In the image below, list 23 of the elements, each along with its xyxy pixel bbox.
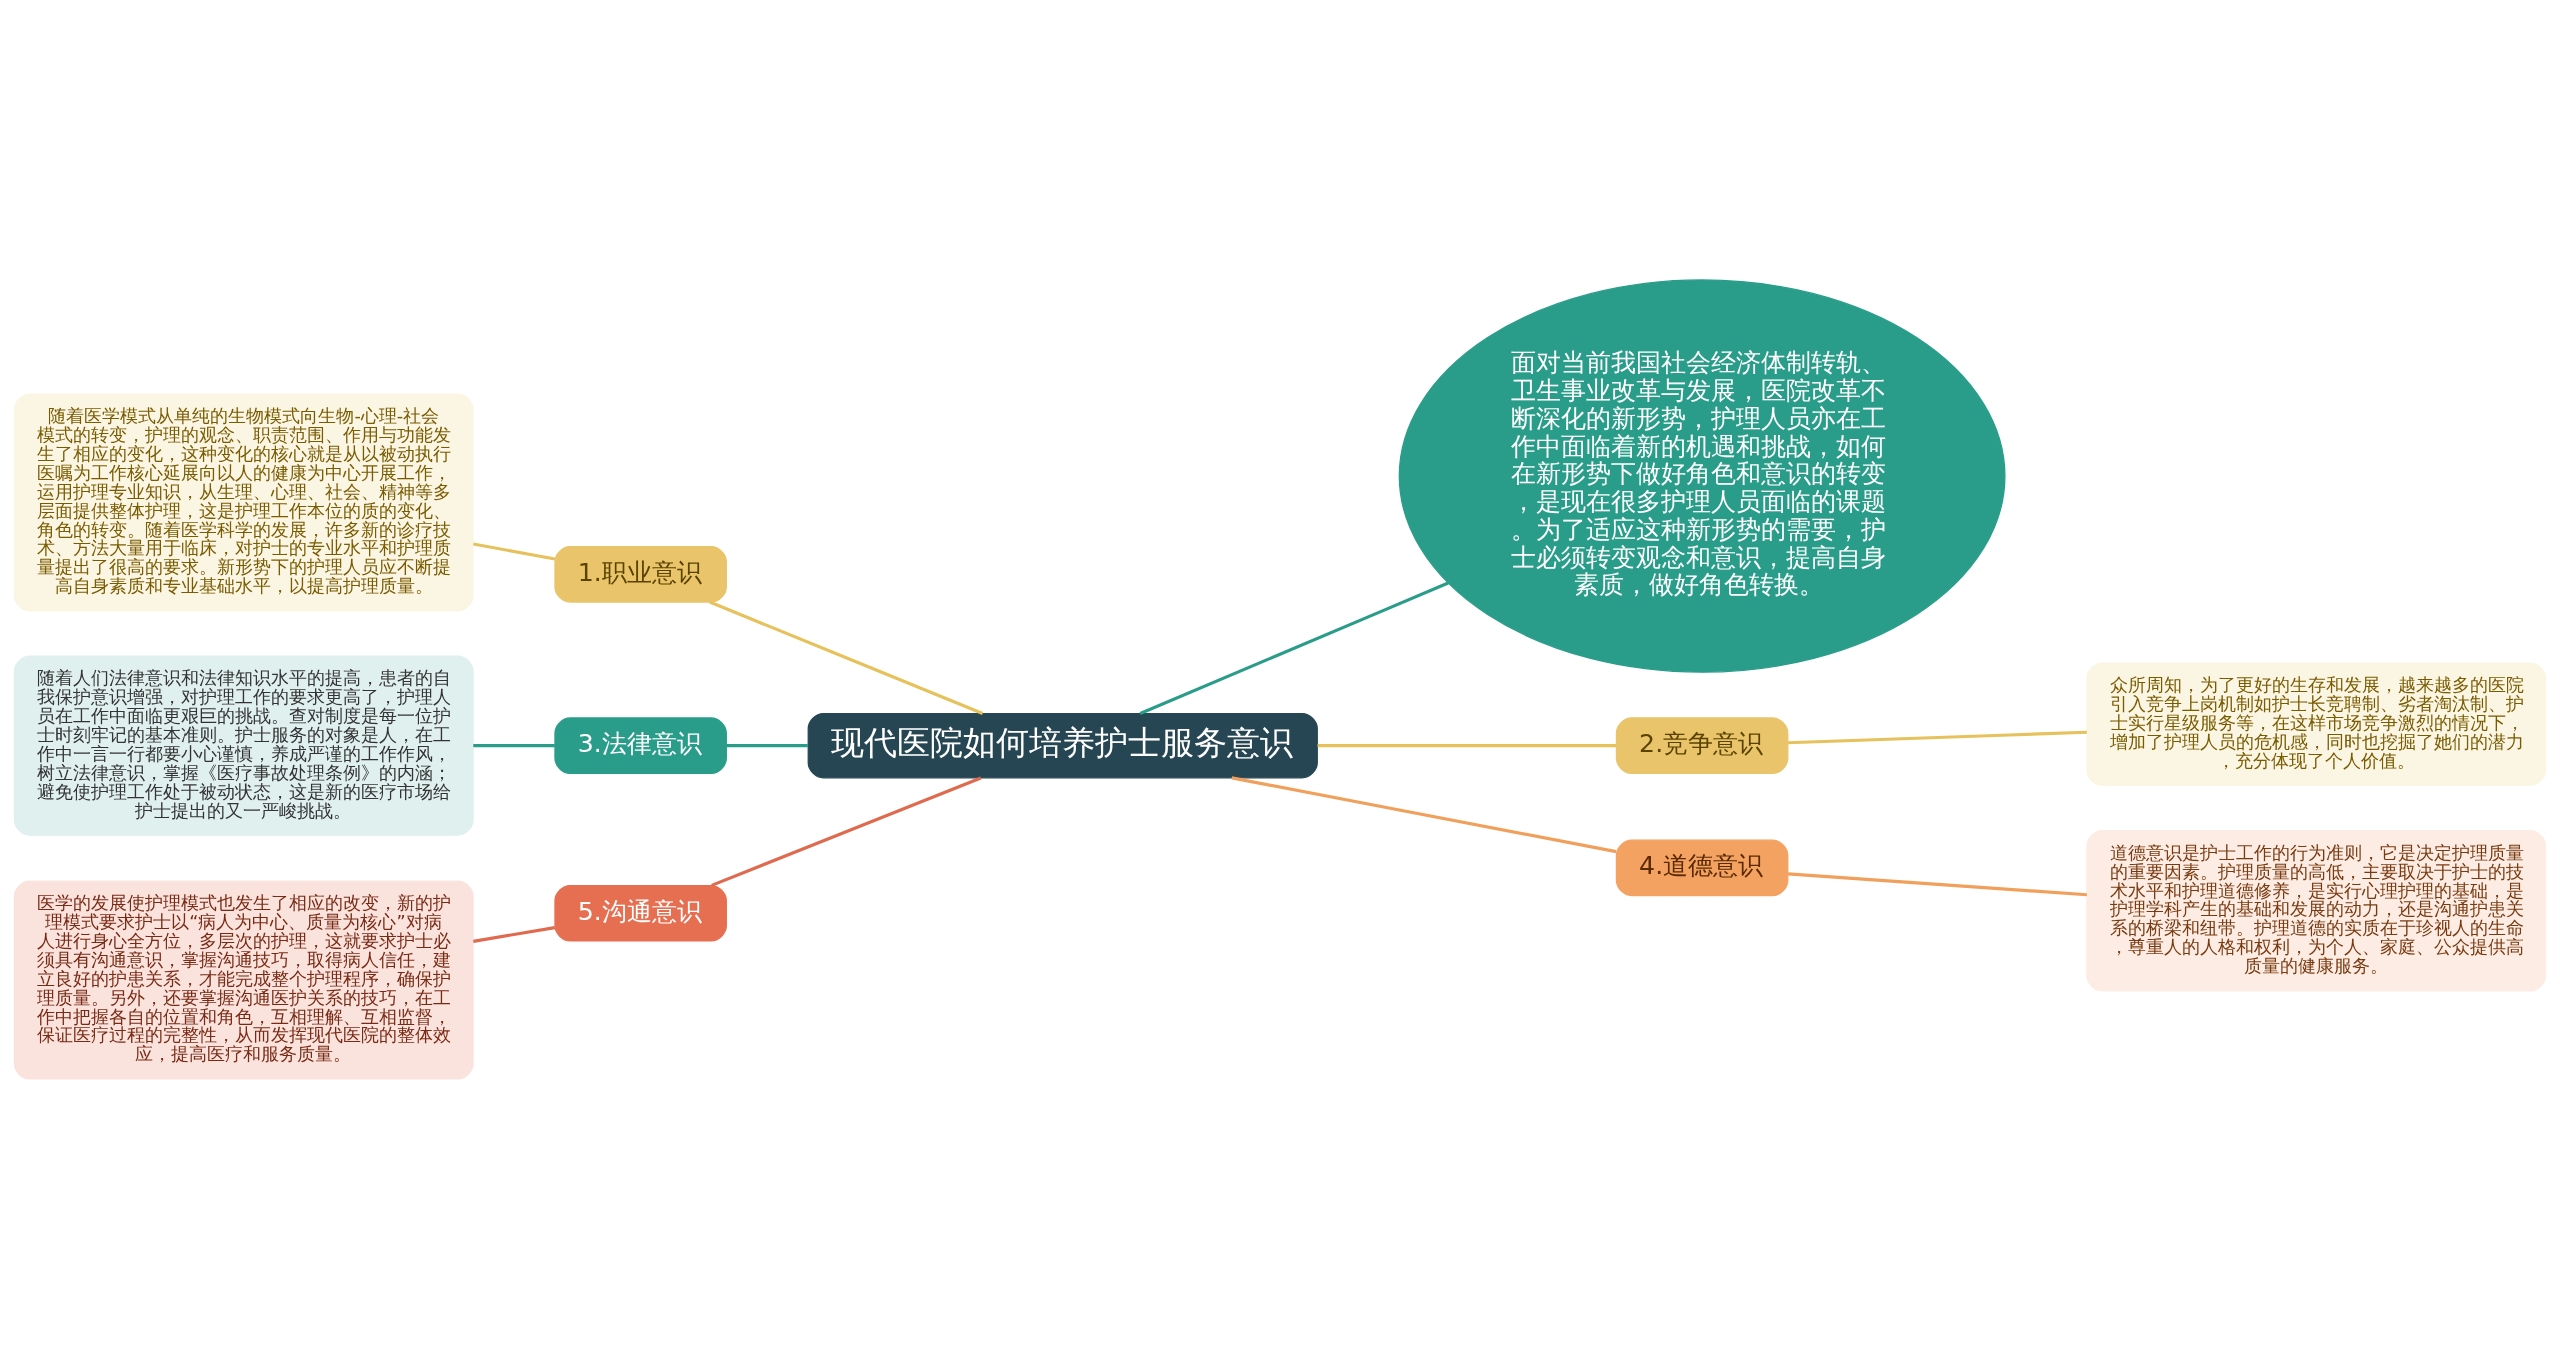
node-box: 道德意识是护士工作的行为准则，它是决定护理质量的重要因素。护理质量的高低，主要取决于护士的技术水平和护理道德修养，是实行心理护理的基础，是护理学科产生的基础和发展的动力，还是沟通护患关系的桥梁和纽带。护理道德的实质在于珍视人的生命，尊重人的人格和权利，为个人、家庭、公众提供高质量的健康服务。 xyxy=(2086,830,2547,992)
node-box: 现代医院如何培养护士服务意识 xyxy=(807,712,1318,779)
connector xyxy=(709,600,984,715)
node-box: 随着医学模式从单纯的生物模式向生物-心理-社会模式的转变，护理的观念、职责范围、作用与功能发生了相应的变化，这种变化的核心就是从以被动执行医嘱为工作核心延展向以人的健康为中心开展工作，运用护理专业知识，从生理、心理、社会、精神等多层面提供整体护理，这是护理工作本位的质的变化、角色的转变。随着医学科学的发展，许多新的诊疗技术、方法大量用于临床，对护士的专业水平和护理质量提出了很高的要求。新形势下的护理人员应不断提高自身素质和专业基础水平，以提高护理质量。 xyxy=(13,393,474,612)
node-box: 2.竞争意识 xyxy=(1615,717,1789,775)
connector xyxy=(473,542,556,561)
node-box: 医学的发展使护理模式也发生了相应的改变，新的护理模式要求护士以“病人为中心、质量为核心”对病人进行身心全方位，多层次的护理，这就要求护士必须具有沟通意识，掌握沟通技巧，取得病人信任，建立良好的护患关系，才能完成整个护理程序，确保护理质量。另外，还要掌握沟通医护关系的技巧，在工作中把握各自的位置和角色，互相理解、互相监督，保证医疗过程的完整性，从而发挥现代医院的整体效应，提高医疗和服务质量。 xyxy=(13,880,474,1080)
node-box: 众所周知，为了更好的生存和发展，越来越多的医院引入竞争上岗机制如护士长竞聘制、劣者淘汰制、护士实行星级服务等，在这样市场竞争激烈的情况下，增加了护理人员的危机感，同时也挖掘了她们的潜力，充分体现了个人价值。 xyxy=(2086,662,2547,786)
connector xyxy=(711,776,982,887)
connector xyxy=(1788,730,2087,745)
connector xyxy=(473,744,555,748)
connector xyxy=(473,926,556,943)
node-box: 5.沟通意识 xyxy=(554,884,727,942)
connector xyxy=(1317,744,1617,748)
connector xyxy=(1231,776,1617,854)
node-box: 随着人们法律意识和法律知识水平的提高，患者的自我保护意识增强，对护理工作的要求更高了，护理人员在工作中面临更艰巨的挑战。查对制度是每一位护士时刻牢记的基本准则。护士服务的对象是人，在工作中一言一行都要小心谨慎，养成严谨的工作作风，树立法律意识，掌握《医疗事故处理条例》的内涵；避免使护理工作处于被动状态，这是新的医疗市场给护士提出的又一严峻挑战。 xyxy=(13,655,474,836)
connector xyxy=(1139,581,1449,715)
connector xyxy=(726,744,808,748)
connector xyxy=(1788,872,2087,897)
node-box: 4.道德意识 xyxy=(1615,839,1789,897)
node-box: 1.职业意识 xyxy=(554,546,727,603)
node-ellipse: 面对当前我国社会经济体制转轨、卫生事业改革与发展，医院改革不断深化的新形势，护理人员亦在工作中面临着新的机遇和挑战，如何在新形势下做好角色和意识的转变，是现在很多护理人员面临的课题。为了适应这种新形势的需要，护士必须转变观念和意识，提高自身素质，做好角色转换。 xyxy=(1398,279,2006,673)
node-box: 3.法律意识 xyxy=(554,717,727,775)
